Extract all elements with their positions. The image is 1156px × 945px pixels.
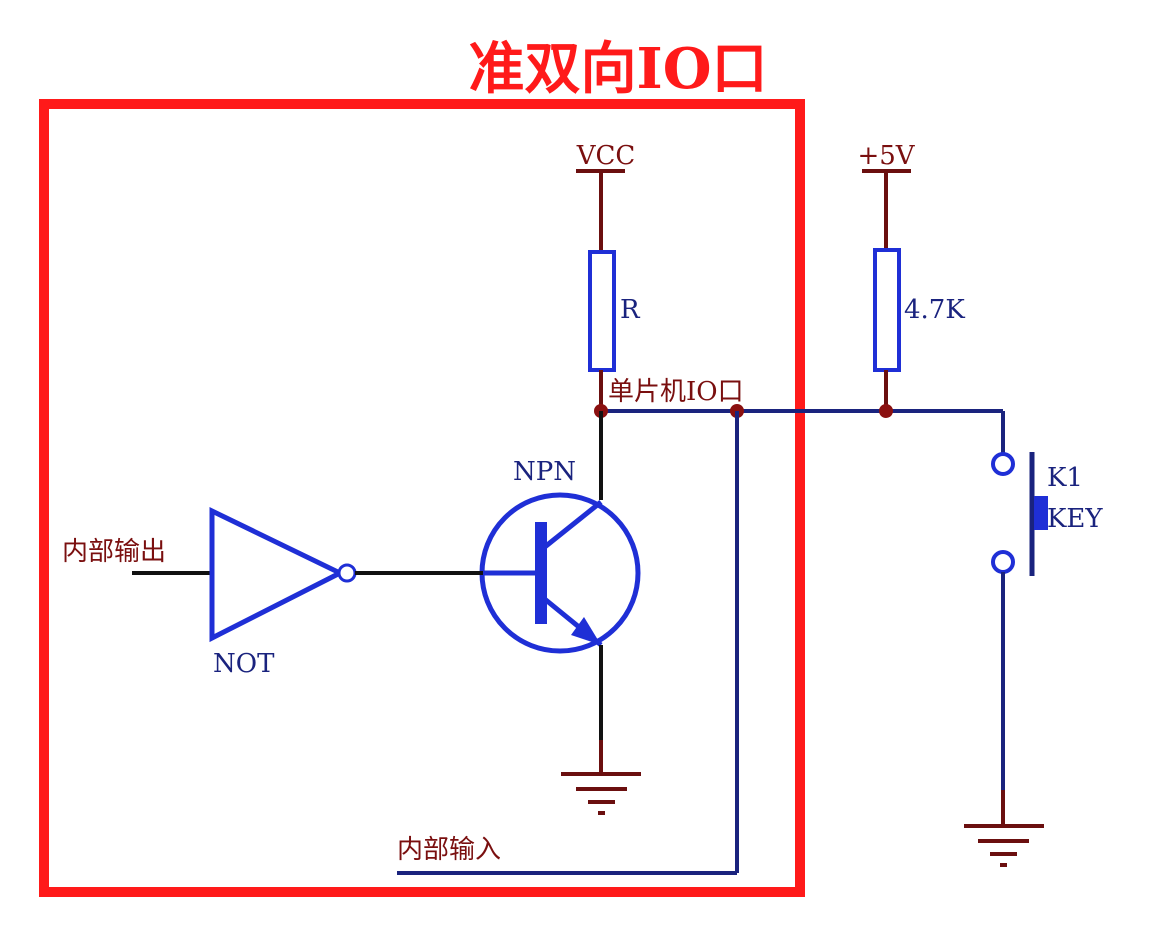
vcc-supply [576, 169, 625, 252]
chip-boundary-box [39, 99, 805, 897]
diagram-title: 准双向IO口 [469, 36, 768, 102]
key-name-label: KEY [1047, 504, 1103, 534]
internal-input-wire [397, 411, 739, 875]
plus5v-supply [862, 169, 911, 250]
transistor-label: NPN [513, 457, 576, 487]
internal-output-label: 内部输出 [62, 537, 166, 567]
junction-dot-pullup [879, 404, 893, 418]
vcc-label: VCC [576, 141, 636, 171]
resistor-r [588, 250, 616, 372]
internal-input-label: 内部输入 [397, 835, 501, 865]
io-pin-label: 单片机IO口 [608, 377, 744, 407]
key-ref-label: K1 [1047, 463, 1083, 493]
push-button-key [991, 452, 1048, 576]
pullup-resistor [873, 248, 901, 372]
npn-transistor [479, 492, 641, 654]
not-gate [209, 507, 357, 643]
ground-symbol-key [964, 824, 1044, 867]
pullup-resistor-label: 4.7K [904, 295, 965, 325]
plus5v-label: +5V [857, 141, 915, 171]
resistor-r-label: R [620, 295, 641, 325]
ground-symbol-transistor [561, 772, 641, 815]
not-gate-label: NOT [213, 649, 275, 679]
